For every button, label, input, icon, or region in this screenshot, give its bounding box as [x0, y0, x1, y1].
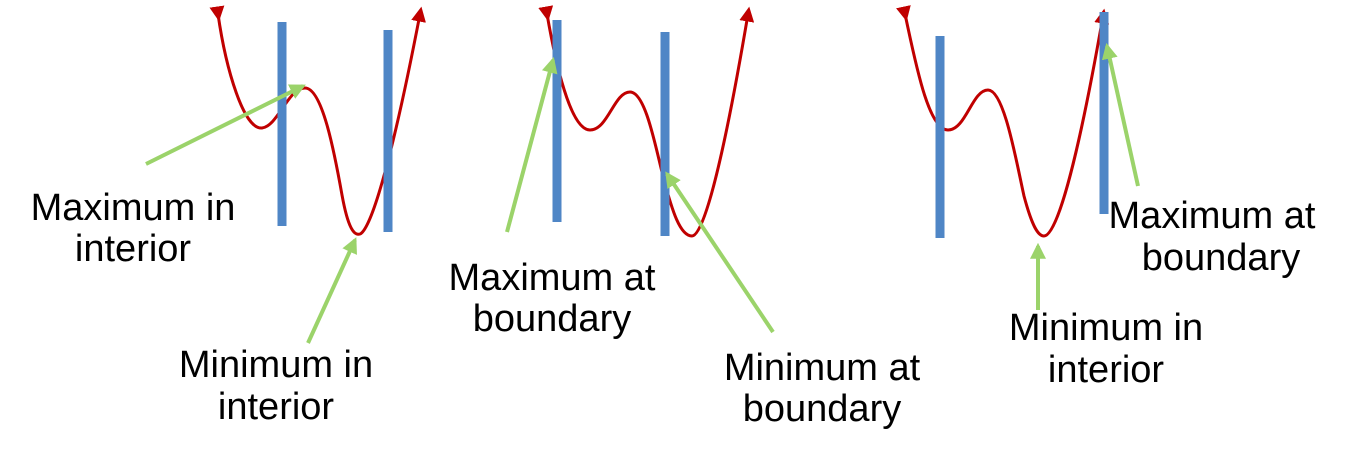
max-arrow: [505, 56, 558, 233]
min-arrow: [306, 237, 357, 344]
min-label: Minimum in: [1009, 307, 1203, 349]
function-curve: [209, 5, 426, 236]
min-label-line2: interior: [218, 386, 334, 428]
min-label: Minimum at: [724, 347, 921, 389]
max-label: Maximum at: [1109, 195, 1316, 237]
min-arrow: [665, 171, 775, 334]
max-arrow: [1101, 42, 1140, 187]
panel-1: Maximum in interior Minimum in interior: [31, 5, 426, 428]
min-label-line2: boundary: [743, 388, 901, 430]
max-label: Maximum in: [31, 187, 236, 229]
max-label-line2: interior: [75, 228, 191, 270]
max-label: Maximum at: [449, 257, 656, 299]
min-label-line2: interior: [1048, 349, 1164, 391]
panel-2: Maximum at boundary Minimum at boundary: [449, 5, 921, 430]
function-curve: [896, 5, 1110, 238]
max-arrow: [145, 84, 306, 166]
max-label-line2: boundary: [473, 298, 631, 340]
max-label-line2: boundary: [1142, 237, 1300, 279]
function-curve: [538, 5, 755, 238]
panel-3: Maximum at boundary Minimum in interior: [896, 5, 1316, 391]
min-label: Minimum in: [179, 344, 373, 386]
